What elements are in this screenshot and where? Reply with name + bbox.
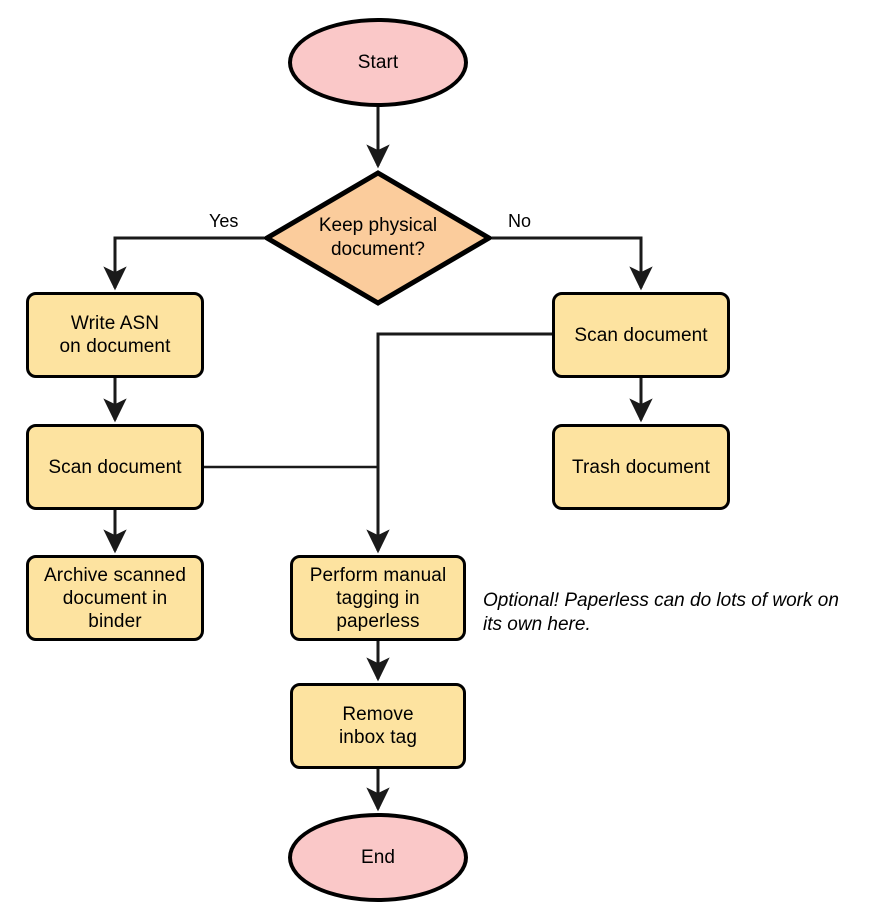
- edge-label-yes: Yes: [209, 211, 239, 231]
- node-end-label: End: [360, 847, 396, 868]
- node-scan-document-left[interactable]: Scan document: [26, 424, 204, 510]
- node-scan-document-left-label: Scan document: [48, 456, 182, 478]
- node-scan-document-right-label: Scan document: [574, 324, 708, 346]
- node-trash-document[interactable]: Trash document: [552, 424, 730, 510]
- node-trash-document-label: Trash document: [572, 456, 710, 478]
- node-archive-scanned-document-in-binder[interactable]: Archive scanned document in binder: [26, 555, 204, 641]
- node-start[interactable]: Start: [288, 18, 468, 107]
- node-write-asn-label: Write ASN on document: [59, 313, 171, 357]
- node-archive-binder-label: Archive scanned document in binder: [44, 564, 186, 632]
- node-write-asn-on-document[interactable]: Write ASN on document: [26, 292, 204, 378]
- edge-label-no: No: [508, 211, 532, 231]
- node-remove-inbox-tag-label: Remove inbox tag: [338, 704, 417, 748]
- edge-scan-right-to-manual-tagging: [366, 332, 552, 554]
- edge-decision-yes-to-write-asn: [103, 236, 264, 291]
- node-decision-keep-physical-document[interactable]: Keep physical document?: [264, 170, 492, 306]
- annotation-optional-note: Optional! Paperless can do lots of work …: [483, 590, 839, 635]
- node-start-label: Start: [357, 52, 399, 73]
- node-decision-label: Keep physical document?: [318, 215, 438, 260]
- node-end[interactable]: End: [288, 813, 468, 902]
- edge-decision-no-to-scan-right: [492, 236, 653, 291]
- node-perform-manual-tagging-in-paperless[interactable]: Perform manual tagging in paperless: [290, 555, 466, 641]
- node-remove-inbox-tag[interactable]: Remove inbox tag: [290, 683, 466, 769]
- node-manual-tagging-label: Perform manual tagging in paperless: [309, 564, 447, 632]
- node-scan-document-right[interactable]: Scan document: [552, 292, 730, 378]
- diamond-shape: [264, 170, 492, 306]
